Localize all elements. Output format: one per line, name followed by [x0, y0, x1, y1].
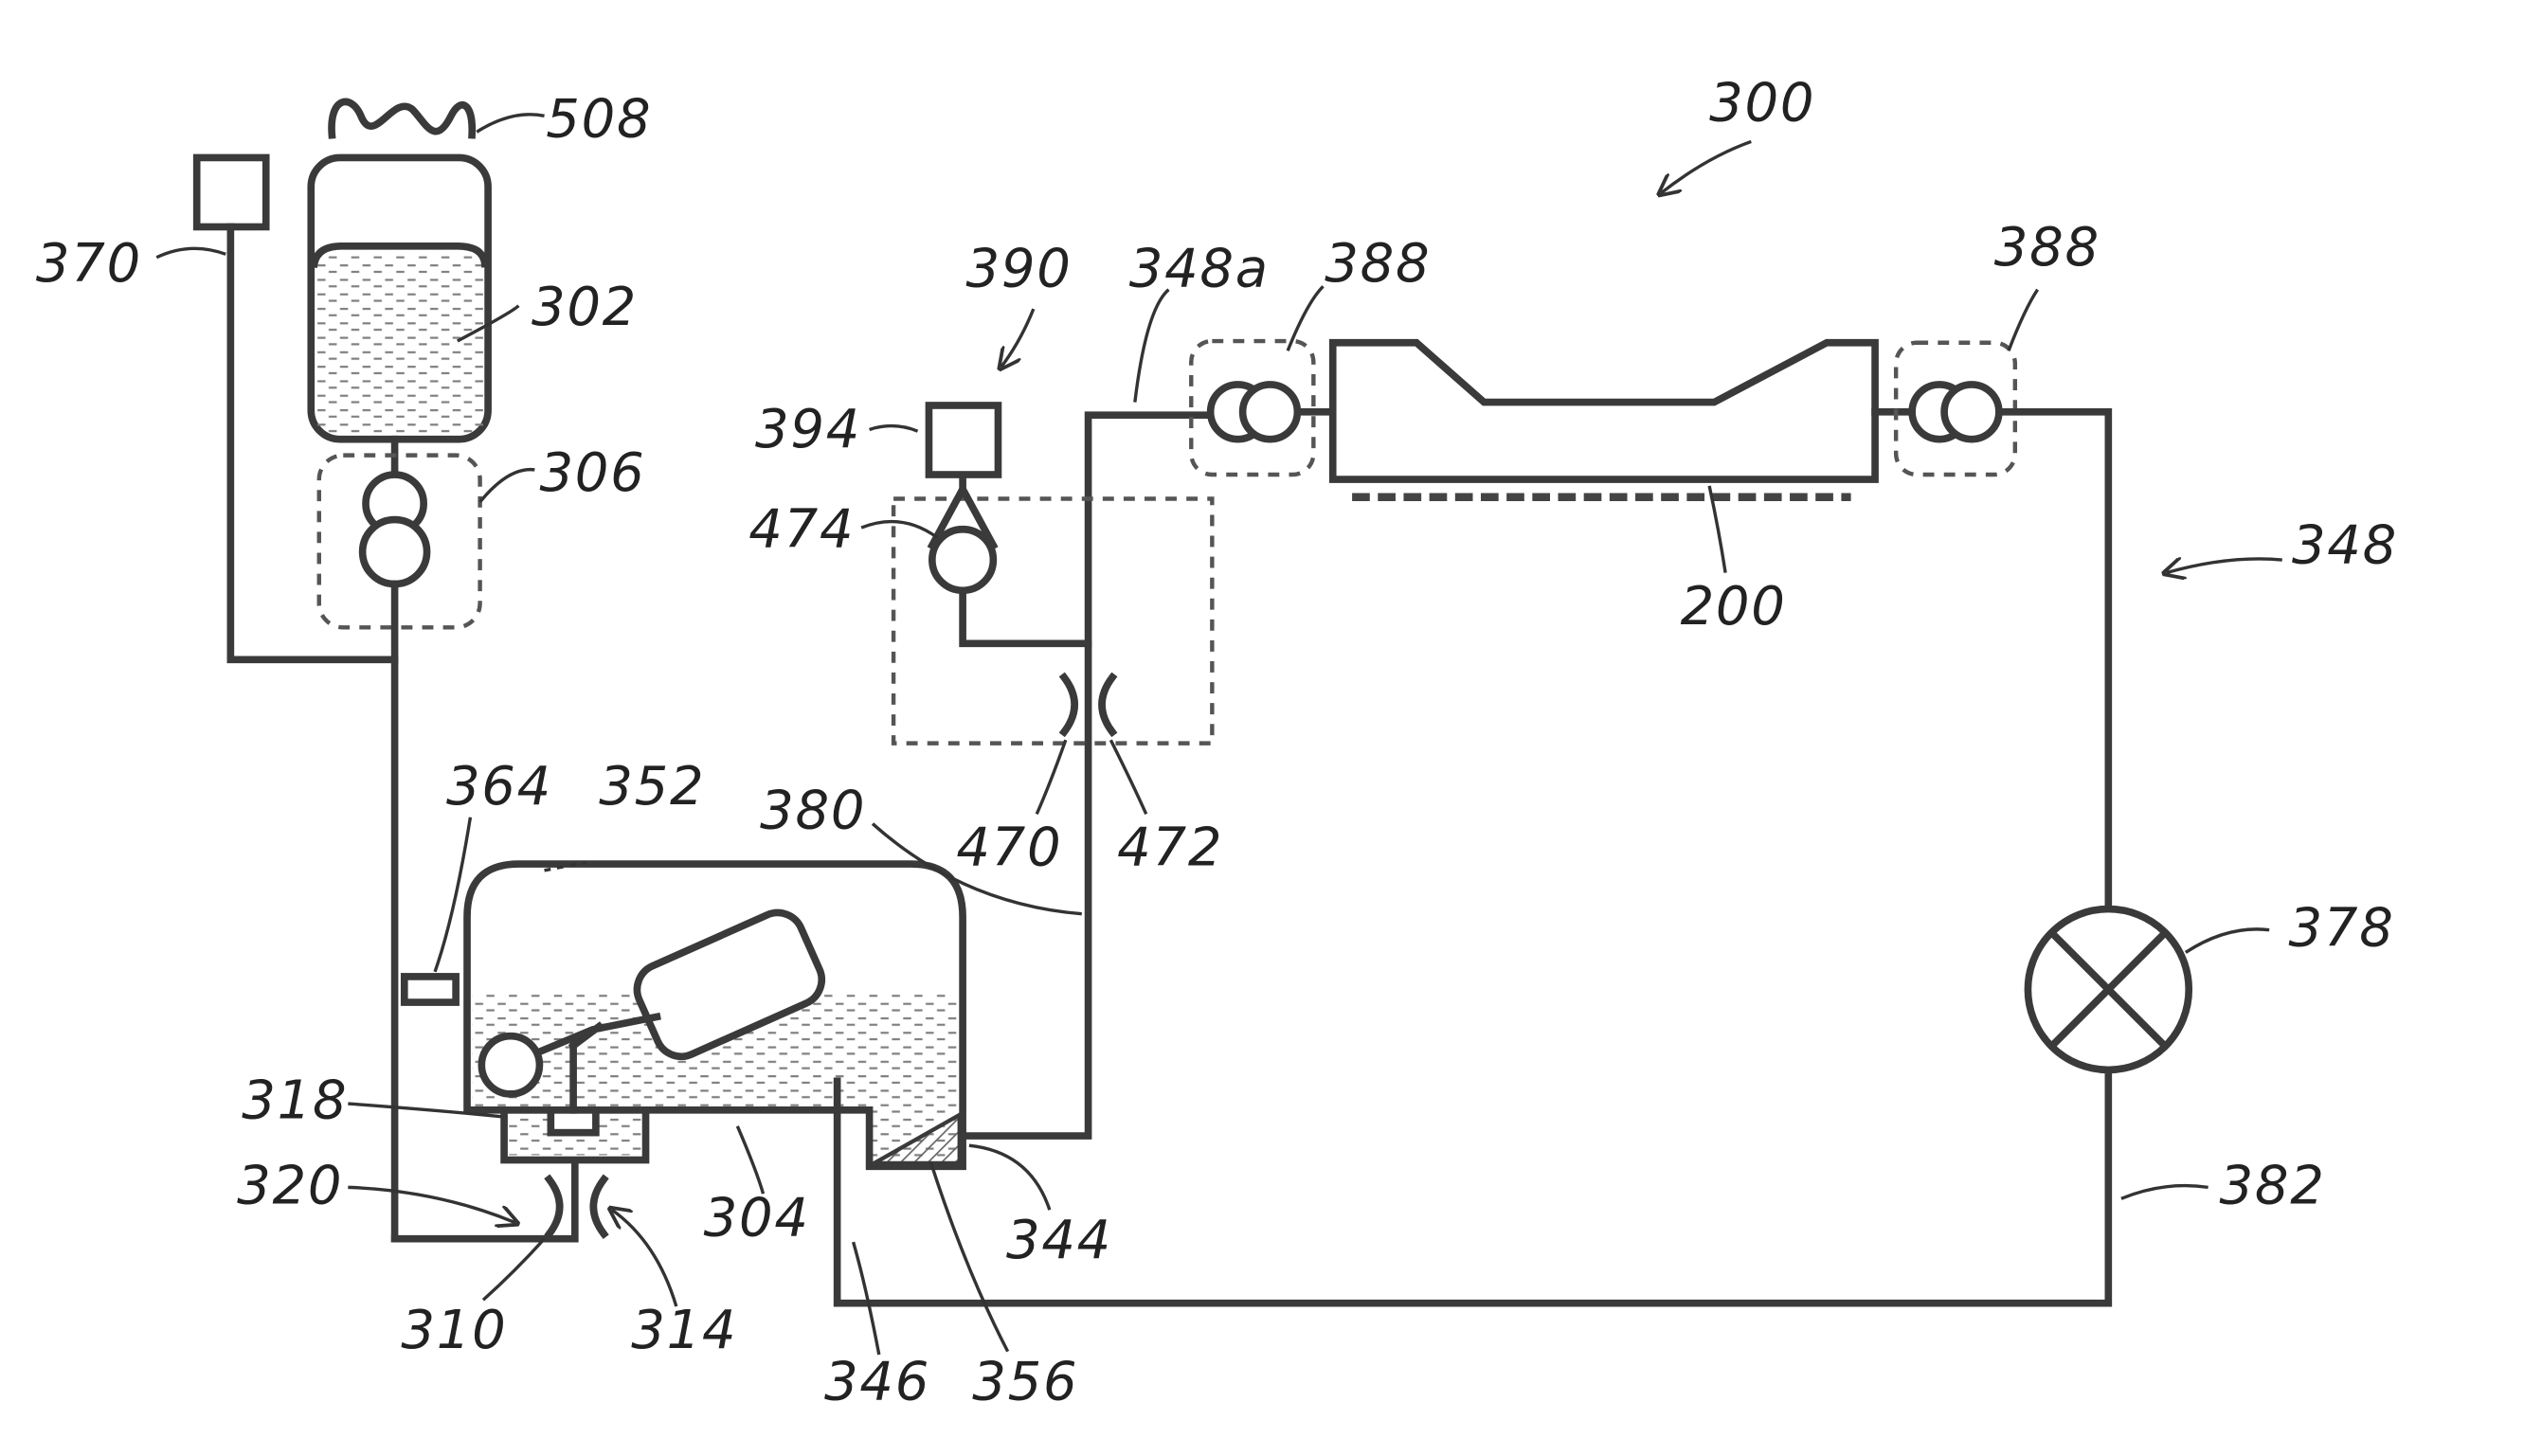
leader-474	[861, 522, 937, 538]
leader-314-arrow	[612, 1210, 676, 1306]
label-344: 344	[1006, 1210, 1112, 1271]
leader-344	[969, 1145, 1050, 1210]
label-310: 310	[401, 1300, 507, 1361]
bypass-orifice-right	[1102, 677, 1112, 732]
leader-388-right	[2009, 290, 2038, 351]
bypass-orifice-left	[1064, 677, 1074, 732]
label-370: 370	[36, 233, 142, 295]
outlet-line	[963, 415, 1209, 1136]
leader-304	[737, 1126, 763, 1194]
label-472: 472	[1117, 818, 1223, 879]
supply-liquid	[316, 254, 483, 434]
leader-300-arrow	[1661, 141, 1751, 192]
label-306: 306	[539, 442, 645, 504]
bypass-branch-line	[963, 590, 1088, 643]
label-320: 320	[237, 1155, 343, 1216]
label-390: 390	[966, 238, 1073, 299]
label-346: 346	[824, 1352, 930, 1413]
label-300: 300	[1709, 72, 1815, 134]
label-474: 474	[748, 498, 855, 560]
wavy-cap	[332, 101, 472, 135]
pipe-pump-to-valve	[1999, 412, 2108, 909]
label-388-right: 388	[1994, 217, 2100, 279]
orifice-arc-left	[550, 1179, 560, 1234]
bypass-unit-group	[893, 405, 1212, 744]
label-378: 378	[2289, 898, 2395, 960]
label-508: 508	[546, 88, 652, 150]
label-318: 318	[242, 1070, 348, 1131]
leader-394	[870, 426, 918, 432]
label-394: 394	[755, 399, 861, 460]
label-380: 380	[760, 781, 866, 842]
label-470: 470	[956, 818, 1062, 879]
cartridge-body	[1333, 343, 1875, 479]
leader-378	[2186, 929, 2269, 953]
valve-group	[2028, 909, 2189, 1070]
label-348: 348	[2292, 514, 2398, 576]
pressure-source-box	[928, 405, 998, 475]
leader-470	[1037, 740, 1066, 814]
check-valve-ball	[932, 530, 994, 591]
label-388-left: 388	[1325, 233, 1431, 295]
leader-320-arrow	[348, 1187, 515, 1222]
leader-390-arrow	[1001, 309, 1034, 367]
orifice-arc-right	[593, 1179, 604, 1234]
leader-382	[2121, 1186, 2208, 1199]
label-364: 364	[446, 756, 552, 818]
supply-pump-rotor-lower	[363, 520, 427, 584]
leader-310	[483, 1239, 545, 1301]
leader-388-left	[1288, 286, 1323, 351]
leader-348a	[1135, 290, 1169, 403]
leader-472	[1110, 740, 1145, 814]
leader-348-arrow	[2166, 559, 2281, 573]
leader-346	[854, 1242, 879, 1355]
label-352: 352	[599, 756, 705, 818]
pump-left-rotor-b	[1243, 385, 1298, 440]
tank-group	[405, 864, 963, 1166]
label-302: 302	[532, 277, 638, 338]
leader-306	[480, 470, 535, 502]
label-200: 200	[1681, 576, 1787, 638]
tank-sensor	[405, 977, 456, 1002]
label-314: 314	[631, 1300, 737, 1361]
leader-508	[477, 115, 544, 132]
float-pivot	[481, 1036, 539, 1094]
supply-container-group	[311, 101, 488, 439]
label-304: 304	[704, 1187, 810, 1249]
label-348a: 348a	[1129, 238, 1270, 299]
feed-pipe-bottom	[395, 1161, 575, 1239]
leader-356	[930, 1161, 1008, 1351]
pump-left-group	[1191, 341, 1313, 475]
supply-pump-group	[319, 456, 480, 628]
pump-right-rotor-b	[1944, 385, 1999, 440]
label-356: 356	[972, 1352, 1078, 1413]
level-sensor-box	[197, 157, 266, 226]
label-382: 382	[2220, 1155, 2326, 1216]
leader-370	[156, 248, 225, 257]
